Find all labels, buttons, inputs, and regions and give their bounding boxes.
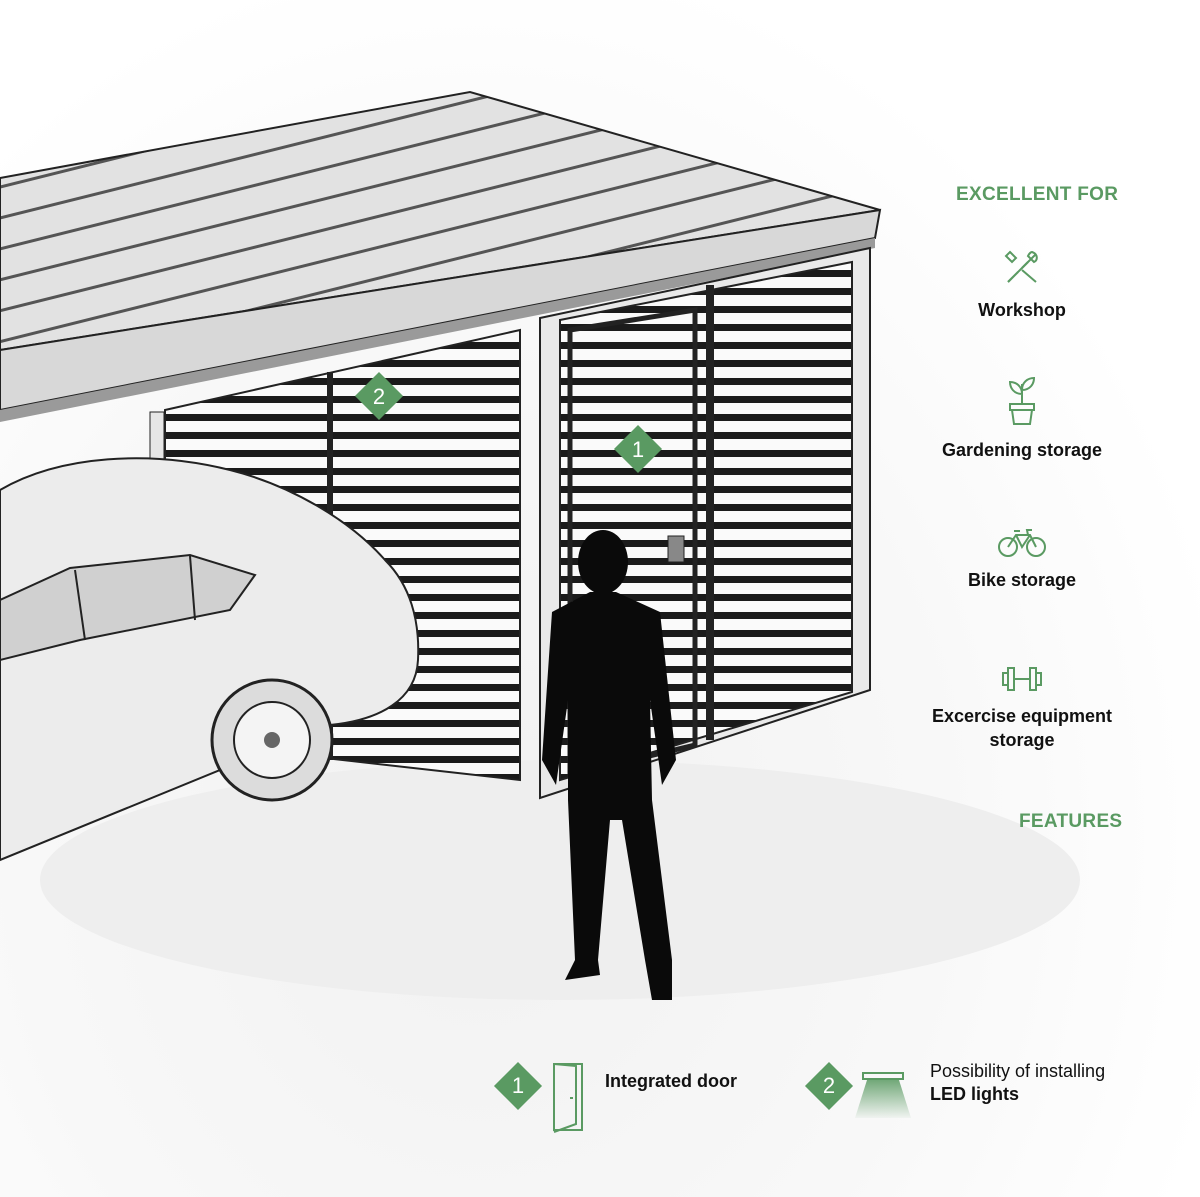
tools-icon (1004, 250, 1038, 283)
bicycle-icon (998, 529, 1046, 557)
led-light-icon (855, 1072, 911, 1118)
person-silhouette (542, 530, 676, 1000)
ground-shadow (40, 760, 1080, 1000)
feature-2-title: LED lights (930, 1084, 1019, 1104)
use-item-exercise: Excercise equipment storage (920, 664, 1124, 752)
feature-led-lights: 2 Possibility of installing LED lights (804, 1060, 1135, 1140)
potted-plant-icon (1008, 376, 1036, 425)
feature-1-title: Integrated door (605, 1071, 738, 1091)
door-handle (667, 535, 685, 563)
use-label-gardening: Gardening storage (941, 440, 1103, 460)
use-label-exercise: Excercise equipment storage (931, 706, 1113, 750)
use-item-gardening: Gardening storage (920, 372, 1124, 462)
car-body (0, 457, 420, 862)
excellent-for-heading: EXCELLENT FOR (956, 184, 1119, 205)
marker-1-label: 1 (632, 437, 644, 462)
door-icon (553, 1063, 583, 1133)
features-heading: FEATURES (1019, 811, 1123, 832)
use-item-workshop: Workshop (920, 248, 1124, 322)
use-item-bike: Bike storage (920, 528, 1124, 592)
feature-integrated-door: 1 Integrated door (493, 1060, 784, 1140)
feature-1-number: 1 (511, 1073, 525, 1098)
marker-2: 2 (354, 371, 404, 421)
marker-1: 1 (613, 424, 663, 474)
roof-underside (0, 238, 875, 422)
use-label-bike: Bike storage (967, 570, 1077, 590)
use-label-workshop: Workshop (978, 300, 1066, 320)
feature-2-line1: Possibility of installing (930, 1061, 1106, 1081)
dumbbell-icon (1002, 667, 1042, 691)
feature-2-number: 2 (822, 1073, 836, 1098)
marker-2-label: 2 (373, 384, 385, 409)
